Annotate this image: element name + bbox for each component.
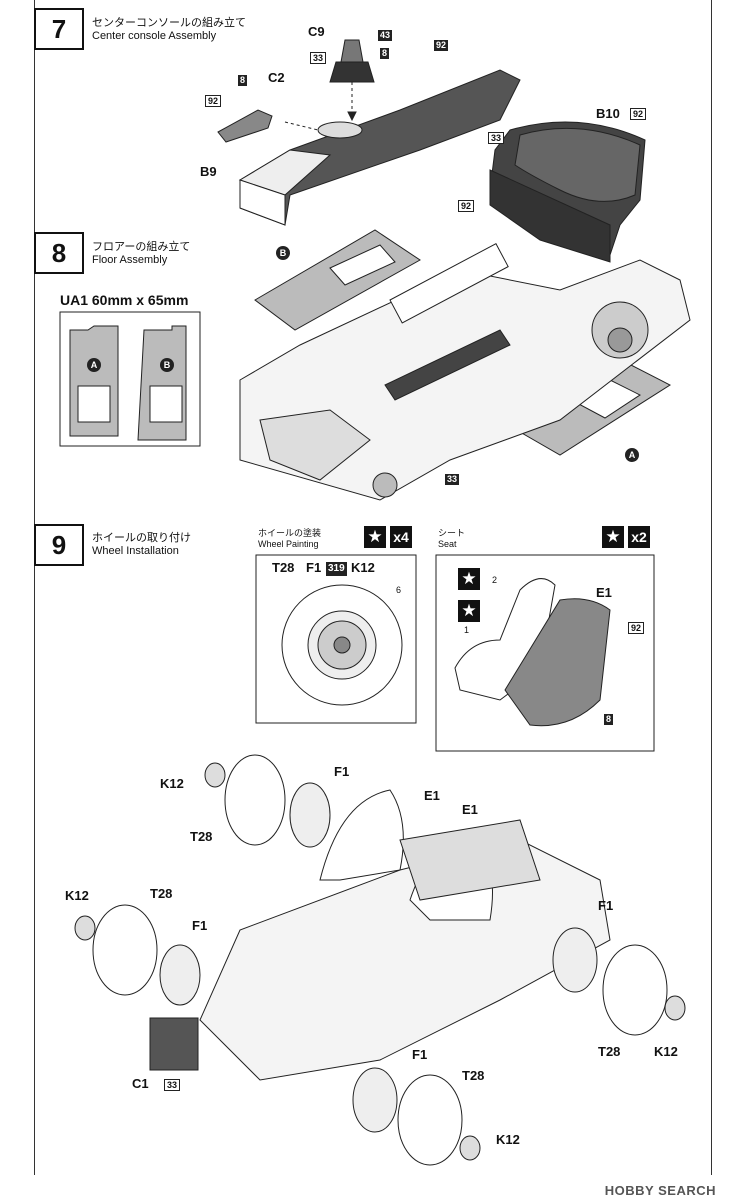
- wheel-label-t28: T28: [272, 560, 295, 575]
- template-a: [69, 325, 119, 437]
- star-icon: ★: [602, 526, 624, 548]
- watermark: HOBBY SEARCH: [604, 1183, 716, 1198]
- seat-panel-en: Seat: [438, 539, 457, 549]
- step-8-number: 8: [34, 232, 84, 274]
- seat-label-2: 2: [492, 575, 498, 585]
- wheel-rear-right: [552, 927, 686, 1036]
- step-7-title-jp: センターコンソールの組み立て: [92, 16, 246, 29]
- shift-lever-c9: [329, 39, 375, 122]
- wheel-front-right: [352, 1067, 481, 1166]
- handbrake-c2: [217, 109, 319, 143]
- page-frame: [34, 0, 712, 1175]
- color-33-c1: 33: [164, 1079, 181, 1091]
- console-part-b9: [238, 69, 521, 226]
- star-icon: ★: [364, 526, 386, 548]
- color-92-b10b: 92: [458, 200, 475, 212]
- seat-multiplier: x2: [628, 526, 650, 548]
- color-33: 33: [310, 52, 327, 64]
- template-a-marker: A: [87, 358, 101, 372]
- template-title: UA1 60mm x 65mm: [60, 292, 189, 308]
- color-92-seat: 92: [628, 622, 645, 634]
- floor-part-b: [254, 229, 421, 331]
- seat-panel-jp: シート: [438, 529, 466, 539]
- wheel-front-left: [204, 754, 331, 848]
- star-icon: ★: [458, 600, 480, 622]
- floor-b-marker: B: [276, 246, 290, 260]
- wheel-label-f1: F1: [306, 560, 322, 575]
- wheel-multiplier: x4: [390, 526, 412, 548]
- label-t28-d: T28: [462, 1068, 485, 1083]
- color-33-b10: 33: [488, 132, 505, 144]
- step-7-title-en: Center console Assembly: [92, 30, 217, 42]
- label-k12-a: K12: [160, 776, 184, 791]
- label-b10: B10: [596, 106, 620, 121]
- star-icon: ★: [458, 568, 480, 590]
- step-8-title-jp: フロアーの組み立て: [92, 240, 191, 253]
- wheel-panel-jp: ホイールの塗装: [258, 529, 322, 539]
- label-b9: B9: [200, 164, 217, 179]
- template-b: [137, 325, 187, 441]
- color-92-c2: 92: [205, 95, 222, 107]
- wheel-label-6: 6: [396, 585, 402, 595]
- color-319: 319: [326, 562, 347, 576]
- label-e1-b: E1: [462, 802, 478, 817]
- color-92-b10: 92: [630, 108, 647, 120]
- floor-a-marker: A: [625, 448, 639, 462]
- label-c9: C9: [308, 24, 325, 39]
- step-9-title-en: Wheel Installation: [92, 545, 179, 557]
- label-t28-c: T28: [598, 1044, 621, 1059]
- seat-label-1: 1: [464, 625, 470, 635]
- wheel-painting-panel: [255, 554, 417, 724]
- wheel-label-k12: K12: [351, 560, 375, 575]
- step-7-number: 7: [34, 8, 84, 50]
- color-33-floor: 33: [445, 474, 460, 485]
- label-c2: C2: [268, 70, 285, 85]
- seat-label-e1: E1: [596, 585, 612, 600]
- label-f1-a: F1: [334, 764, 350, 779]
- label-t28-b: T28: [150, 886, 173, 901]
- color-8-seat: 8: [604, 714, 614, 725]
- color-8: 8: [380, 48, 390, 59]
- label-t28-a: T28: [190, 829, 213, 844]
- wheel-rear-left: [74, 904, 201, 1006]
- chassis-step8: [239, 242, 691, 501]
- step-9-number: 9: [34, 524, 84, 566]
- color-43: 43: [378, 30, 393, 41]
- label-f1-b: F1: [192, 918, 208, 933]
- step-8-title-en: Floor Assembly: [92, 254, 168, 266]
- color-92: 92: [434, 40, 449, 51]
- label-k12-c: K12: [654, 1044, 678, 1059]
- wheel-panel-en: Wheel Painting: [258, 539, 319, 549]
- seat-back-b10: [489, 121, 646, 263]
- color-8-c2: 8: [238, 75, 248, 86]
- label-c1: C1: [132, 1076, 149, 1091]
- seat-panel: [435, 554, 655, 752]
- label-e1-a: E1: [424, 788, 440, 803]
- label-k12-b: K12: [65, 888, 89, 903]
- label-f1-d: F1: [412, 1047, 428, 1062]
- label-k12-d: K12: [496, 1132, 520, 1147]
- chassis-step9: [149, 789, 611, 1081]
- step-9-title-jp: ホイールの取り付け: [92, 531, 191, 544]
- template-b-marker: B: [160, 358, 174, 372]
- label-f1-c: F1: [598, 898, 614, 913]
